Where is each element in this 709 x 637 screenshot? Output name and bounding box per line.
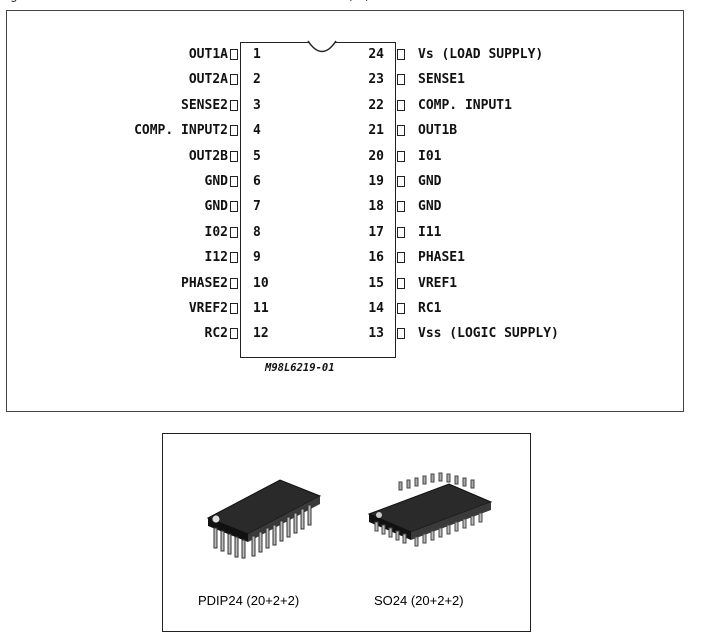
- pin-right-number: 20: [368, 148, 384, 164]
- pdip24-label: PDIP24 (20+2+2): [198, 593, 300, 608]
- pin-left-number: 4: [253, 123, 261, 139]
- pin-right-number: 14: [368, 301, 384, 316]
- pin-left-lead: [230, 74, 238, 86]
- pin-left-lead: [230, 99, 238, 111]
- pin-right-lead: [397, 125, 405, 137]
- pin-left-lead: [230, 303, 238, 314]
- pin-left-lead: [230, 277, 238, 289]
- pin-right-name: SENSE1: [418, 72, 465, 88]
- pin-left-name: OUT2B: [188, 148, 228, 164]
- pin-right-name: Vs (LOAD SUPPLY): [418, 47, 544, 62]
- pin-left-number: 7: [253, 199, 261, 215]
- pdip24-package-icon: [206, 479, 322, 559]
- pin-left-name: SENSE2: [181, 97, 228, 113]
- pin-right-name: COMP. INPUT1: [418, 97, 512, 113]
- pin-right-number: 13: [368, 326, 384, 342]
- pin-left-number: 1: [253, 47, 261, 62]
- pin-right-lead: [397, 277, 405, 289]
- pin-left-number: 2: [253, 72, 261, 88]
- pin-right-lead: [397, 99, 405, 111]
- pin-right-number: 23: [368, 72, 384, 88]
- pin-right-number: 21: [368, 123, 384, 139]
- pin-right-lead: [397, 201, 405, 213]
- pin-left-name: VREF2: [188, 301, 228, 316]
- pin-right-lead: [397, 328, 405, 340]
- pin-right-name: I11: [418, 224, 442, 240]
- pin-left-name: OUT2A: [188, 72, 228, 88]
- pin-left-lead: [230, 252, 238, 264]
- pin-left-number: 6: [253, 174, 261, 189]
- pin-left-number: 9: [253, 250, 261, 266]
- pin-left-name: I02: [204, 224, 228, 240]
- pin-right-name: RC1: [418, 301, 442, 316]
- package-panel: PDIP24 (20+2+2) SO24 (20+2+2): [162, 433, 531, 632]
- pin-left-lead: [230, 49, 238, 60]
- pin-left-lead: [230, 150, 238, 162]
- pin-left-name: GND: [204, 174, 228, 189]
- pin-right-number: 24: [368, 47, 384, 62]
- pin-right-name: GND: [418, 199, 442, 215]
- pin-right-name: GND: [418, 174, 442, 189]
- pin-right-name: Vss (LOGIC SUPPLY): [418, 326, 559, 342]
- pin-right-name: OUT1B: [418, 123, 458, 139]
- pin-right-number: 15: [368, 275, 384, 291]
- pin-right-lead: [397, 74, 405, 86]
- pin-left-lead: [230, 176, 238, 187]
- pin-right-name: VREF1: [418, 275, 458, 291]
- pin-left-lead: [230, 201, 238, 213]
- pin-right-lead: [397, 150, 405, 162]
- pin-right-lead: [397, 226, 405, 238]
- pin-left-number: 5: [253, 148, 261, 164]
- pin-right-lead: [397, 252, 405, 264]
- pinout-panel: [6, 10, 684, 412]
- pin-left-name: RC2: [204, 326, 228, 342]
- pin-left-number: 12: [253, 326, 269, 342]
- pin-right-lead: [397, 303, 405, 314]
- pin-left-number: 11: [253, 301, 269, 316]
- so24-label: SO24 (20+2+2): [374, 593, 464, 608]
- pin-right-number: 18: [368, 199, 384, 215]
- ic-package-body: [240, 42, 396, 358]
- pin-left-name: COMP. INPUT2: [134, 123, 228, 139]
- pin-left-name: GND: [204, 199, 228, 215]
- caption-fragment-left: g: [10, 0, 19, 3]
- pin-left-number: 3: [253, 97, 261, 113]
- pin-left-lead: [230, 125, 238, 137]
- pin-right-number: 16: [368, 250, 384, 266]
- pin-left-number: 10: [253, 275, 269, 291]
- caption-fragment-right: ( ): [346, 0, 372, 3]
- so24-package-icon: [367, 472, 493, 547]
- pin-left-number: 8: [253, 224, 261, 240]
- pin-right-number: 19: [368, 174, 384, 189]
- pin-left-name: OUT1A: [188, 47, 228, 62]
- pin1-notch-icon: [307, 40, 337, 53]
- diagram-code: M98L6219-01: [265, 362, 335, 374]
- pin-right-lead: [397, 176, 405, 187]
- pin-left-lead: [230, 328, 238, 340]
- pin-right-name: PHASE1: [418, 250, 465, 266]
- pin-right-name: I01: [418, 148, 442, 164]
- cropped-caption-fragment: g ( ): [0, 0, 709, 4]
- pin-right-number: 17: [368, 224, 384, 240]
- pin-right-number: 22: [368, 97, 384, 113]
- pin-left-name: PHASE2: [181, 275, 228, 291]
- pin-right-lead: [397, 49, 405, 60]
- pin-left-name: I12: [204, 250, 228, 266]
- pin-left-lead: [230, 226, 238, 238]
